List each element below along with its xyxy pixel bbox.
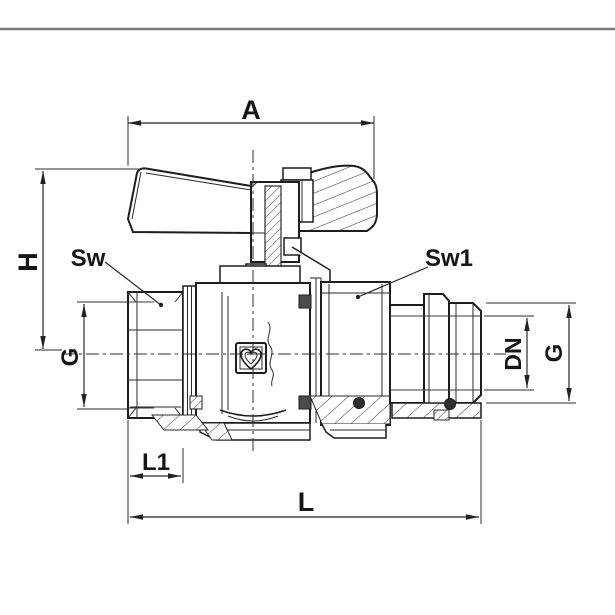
inlet-port-hex (127, 291, 184, 419)
seal-top (298, 294, 312, 309)
dimension-annotations: A H Sw Sw1 G DN G L1 (13, 95, 576, 524)
port-bottom-section (150, 414, 210, 431)
leader-Sw1 (357, 266, 429, 298)
dim-label-G-right: G (541, 344, 568, 363)
seal-bottom-right (298, 395, 312, 410)
section-break-line (267, 321, 274, 387)
dim-label-G-left: G (57, 348, 84, 367)
leader-Sw (104, 261, 162, 306)
male-thread-end (448, 302, 482, 404)
dim-label-H: H (13, 252, 43, 272)
handle-stem-tab (282, 167, 312, 181)
bleed-screw-seat (433, 409, 450, 421)
dim-label-DN: DN (500, 337, 526, 370)
dim-label-L: L (298, 487, 315, 517)
bleed-screw-left (353, 397, 365, 409)
tailpiece-collar (423, 293, 450, 413)
seal-bottom-left (189, 395, 203, 410)
nut-lower-section (309, 395, 391, 425)
nut-bottom-cup (321, 423, 387, 439)
manufacturer-heart-logo-icon (235, 342, 267, 374)
bonnet-shoulder (291, 246, 331, 283)
dim-label-Sw1: Sw1 (425, 245, 473, 272)
dim-label-A: A (241, 95, 261, 125)
bleed-screw-right (444, 398, 456, 410)
bonnet-base (219, 265, 301, 284)
dim-label-L1: L1 (142, 449, 170, 476)
valve-body-group (126, 164, 482, 441)
dim-label-Sw: Sw (71, 245, 106, 272)
handle-right-wing (298, 164, 378, 232)
